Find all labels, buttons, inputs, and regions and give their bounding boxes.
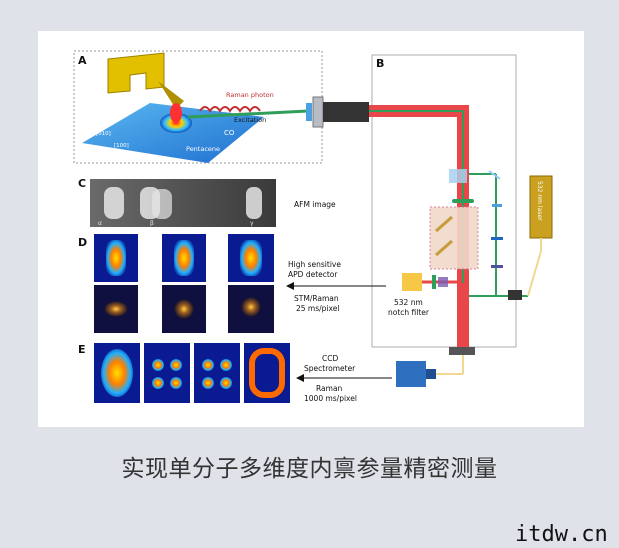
raman-photon-label: Raman photon	[226, 91, 274, 99]
mirror-top-right	[488, 170, 501, 180]
flip-mirror-box	[429, 206, 479, 270]
stm-tip	[107, 52, 165, 94]
afm-molecule-1	[104, 187, 124, 219]
apd-arrow-head	[286, 282, 294, 290]
afm-sublabel-alpha: α	[98, 220, 102, 227]
beamsplitter	[449, 169, 467, 183]
ccd-label-2: Spectrometer	[304, 364, 356, 373]
stm-blob-2	[174, 240, 194, 276]
raman-spot-1	[104, 301, 128, 317]
mirror-1	[435, 215, 453, 233]
stm-blob-3	[240, 240, 262, 276]
excitation-beam	[187, 109, 309, 119]
apd-label-1: High sensitive	[288, 260, 341, 269]
raman-e-blob-1	[101, 349, 133, 397]
lobe-2d	[170, 377, 182, 389]
lobe-3a	[202, 359, 214, 371]
raman-e-label-1: Raman	[316, 384, 343, 393]
tip-apex	[158, 81, 184, 109]
panel-c-label: C	[78, 177, 86, 190]
green-filter	[452, 199, 474, 203]
lens	[306, 103, 312, 121]
apd-label-2: APD detector	[288, 270, 338, 279]
stm-raman-label-2: 25 ms/pixel	[296, 304, 339, 313]
raman-spot-3	[241, 297, 261, 317]
panel-a-label: A	[78, 54, 87, 67]
tip-glow	[170, 103, 182, 123]
mirror-2	[435, 239, 453, 257]
raman-e-ring	[249, 348, 285, 398]
pentacene-surface	[82, 103, 264, 163]
figure-caption: 实现单分子多维度内禀参量精密测量	[121, 456, 498, 482]
panel-b-frame	[371, 54, 517, 348]
axis-y-label: [100]	[114, 143, 129, 149]
lobe-2a	[152, 359, 164, 371]
afm-molecule-3	[152, 189, 172, 219]
afm-sublabel-gamma: γ	[250, 220, 254, 227]
raman-e-map-2	[144, 343, 190, 403]
schematic-diagram: A Raman photon Excitation CO Pentacene […	[73, 50, 553, 403]
filter-label-2: notch filter	[388, 308, 430, 317]
lobe-3d	[220, 377, 232, 389]
panel-e-label: E	[78, 343, 86, 356]
objective-tube	[323, 102, 369, 122]
lobe-2b	[170, 359, 182, 371]
figure: A Raman photon Excitation CO Pentacene […	[38, 31, 584, 427]
waveplate	[492, 204, 502, 207]
window-flange	[312, 96, 324, 128]
filter-blue	[491, 265, 503, 268]
afm-molecule-4	[246, 187, 262, 219]
stm-blob-1	[106, 240, 126, 276]
raman-photon-wave	[199, 106, 261, 113]
afm-label: AFM image	[294, 200, 336, 209]
ccd-port	[426, 369, 436, 379]
filter-label-1: 532 nm	[394, 298, 423, 307]
ccd-spectrometer	[396, 361, 426, 387]
notch-filter	[432, 275, 436, 289]
lobe-2c	[152, 377, 164, 389]
ccd-label-1: CCD	[322, 354, 338, 363]
apd-detector	[402, 273, 422, 291]
panel-b-label: B	[376, 57, 384, 70]
excitation-label: Excitation	[234, 116, 266, 124]
pentacene-label: Pentacene	[186, 145, 220, 153]
lobe-3c	[202, 377, 214, 389]
axis-x-label: [010]	[96, 131, 111, 137]
raman-e-label-2: 1000 ms/pixel	[304, 394, 357, 403]
laser-fiber	[527, 250, 542, 297]
afm-sublabel-beta: β	[150, 220, 154, 227]
site-watermark: itdw.cn	[515, 522, 608, 547]
shutter	[508, 290, 522, 300]
apd-lens	[438, 277, 448, 287]
raman-spot-2	[174, 299, 194, 319]
beam-dump	[449, 347, 475, 355]
stm-raman-label-1: STM/Raman	[294, 294, 339, 303]
raman-e-map-3	[194, 343, 240, 403]
laser-label: 532 nm laser	[536, 181, 543, 221]
co-label: CO	[224, 129, 235, 137]
lobe-3b	[220, 359, 232, 371]
panel-d-label: D	[78, 236, 87, 249]
ccd-arrow-head	[296, 374, 304, 382]
polarizer	[491, 237, 503, 240]
